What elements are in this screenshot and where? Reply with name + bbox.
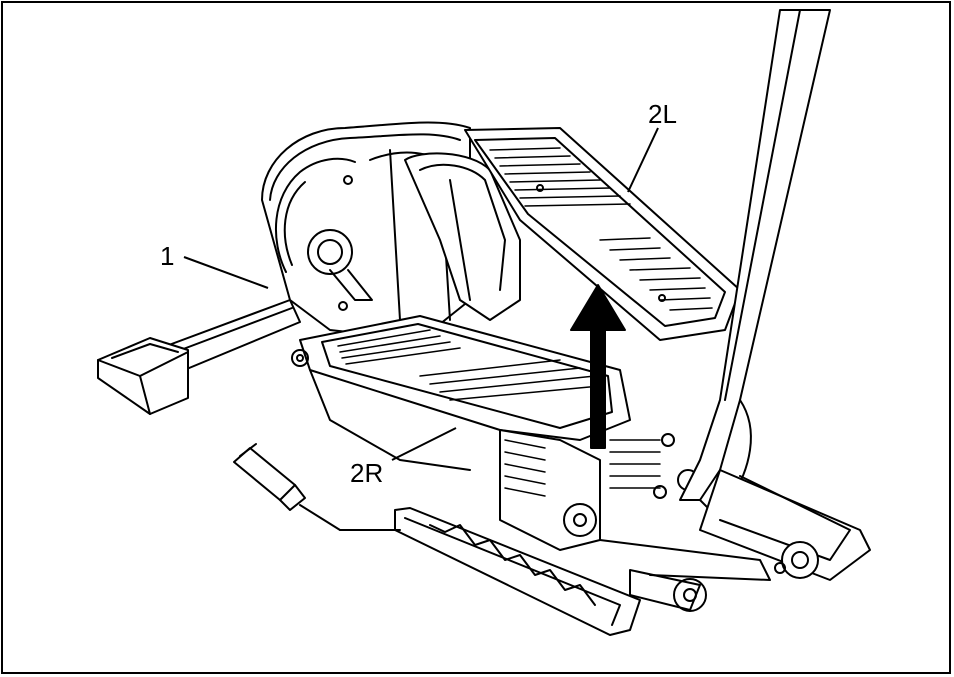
crank-assembly <box>499 429 699 551</box>
front-stabilizer <box>699 469 871 581</box>
grease-tube-icon <box>233 443 401 531</box>
rear-stabilizer <box>97 299 301 415</box>
leader-2L <box>627 127 659 193</box>
label-part-1: 1 <box>160 241 174 271</box>
leader-2R <box>391 427 457 461</box>
flywheel-cover <box>404 152 521 321</box>
left-pedal <box>464 127 741 341</box>
rear-foot-rail <box>394 507 771 636</box>
leader-1 <box>183 256 269 289</box>
label-part-2R: 2R <box>350 458 383 488</box>
label-part-2L: 2L <box>648 99 677 129</box>
up-arrow-icon <box>570 284 626 449</box>
callout-leaders <box>183 127 659 461</box>
